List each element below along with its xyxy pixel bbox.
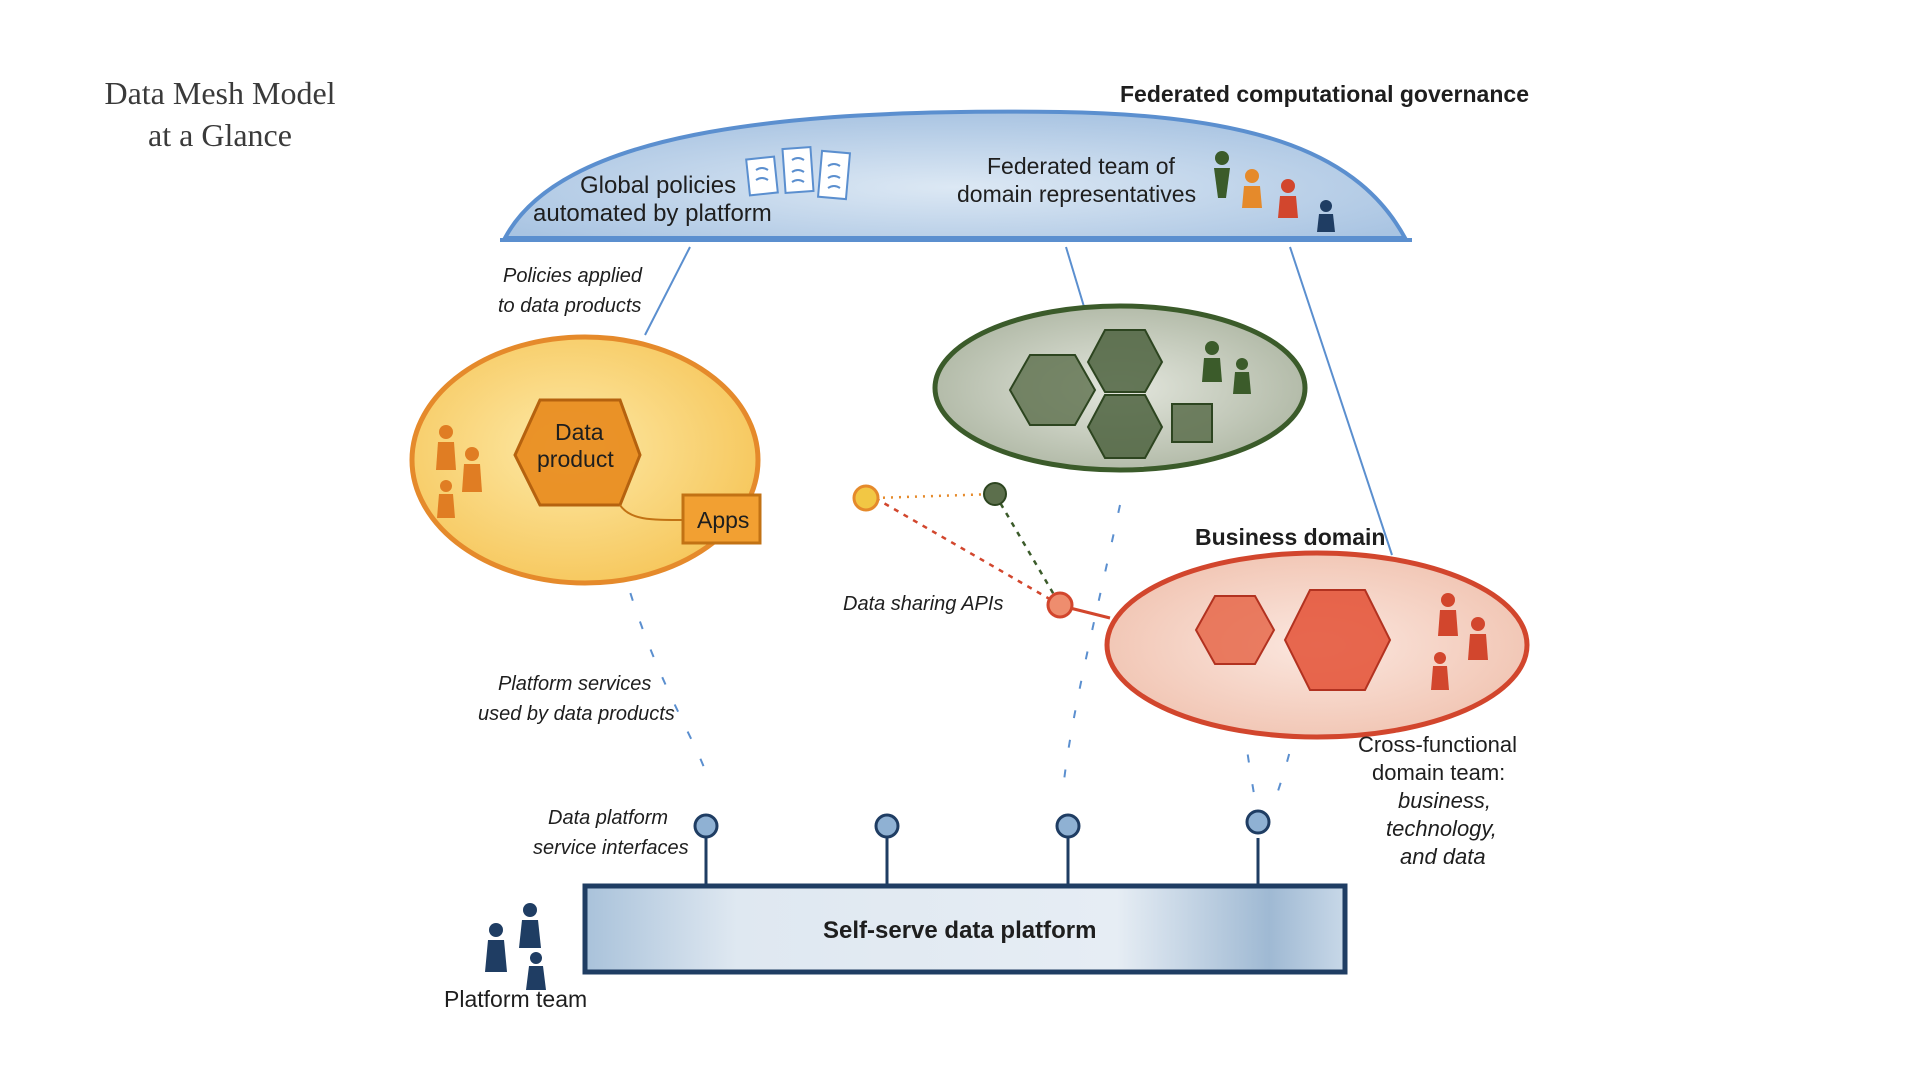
green-hexagon-1 [1008, 354, 1097, 426]
red-team-icon [1431, 593, 1488, 690]
red-hexagon-1 [1194, 595, 1276, 665]
platform-port-1 [693, 813, 719, 839]
self-serve-platform: Data platform service interfaces Self-se… [444, 807, 1348, 1012]
governance-link-orange [644, 246, 691, 336]
platform-link-red-1 [1239, 694, 1256, 801]
global-policies-line1: Global policies [580, 172, 736, 199]
sharing-link-green-red [993, 493, 1062, 606]
cross-functional-line5: and data [1400, 844, 1486, 869]
global-policies-line2: automated by platform [533, 200, 772, 227]
governance-dome: Federated computational governance Globa… [500, 81, 1529, 242]
slide-title: Data Mesh Model at a Glance [60, 72, 380, 156]
cross-functional-line1: Cross-functional [1358, 732, 1517, 757]
policy-documents-icon [745, 146, 852, 201]
governance-link-green [1065, 246, 1086, 311]
platform-port-4 [1245, 809, 1271, 835]
platform-interfaces-line1: Data platform [548, 807, 668, 829]
green-hexagon-3 [1086, 394, 1164, 459]
red-hexagon-2 [1283, 589, 1392, 691]
cross-functional-line2: domain team: [1372, 760, 1505, 785]
data-product-line1: Data [555, 419, 604, 445]
green-square [1171, 403, 1213, 443]
federated-team-line2: domain representatives [957, 181, 1196, 207]
federated-team-line1: Federated team of [987, 153, 1176, 179]
governance-link-red [1289, 246, 1393, 556]
platform-port-3 [1055, 813, 1081, 839]
governance-dome-shape [501, 109, 1409, 240]
sharing-link-orange-green [874, 492, 996, 500]
policies-applied-line2: to data products [498, 295, 641, 317]
governance-title: Federated computational governance [1120, 81, 1529, 107]
platform-team-icon [485, 903, 546, 990]
apps-label: Apps [697, 507, 749, 533]
data-sharing-apis-label: Data sharing APIs [843, 593, 1003, 615]
green-domain [932, 303, 1308, 506]
platform-team-label: Platform team [444, 986, 587, 1012]
green-api-port [983, 482, 1007, 506]
data-product-line2: product [537, 446, 614, 472]
sharing-link-red-domain [1069, 606, 1111, 620]
cross-functional-line3: business, [1398, 788, 1491, 813]
platform-services-line1: Platform services [498, 673, 651, 695]
product-to-apps-link [619, 504, 684, 521]
orange-team-icon [436, 425, 482, 518]
orange-api-port [852, 484, 880, 512]
red-api-port [1046, 591, 1074, 619]
platform-port-2 [874, 813, 900, 839]
green-team-icon [1202, 341, 1251, 394]
policies-applied-line1: Policies applied [503, 265, 643, 287]
platform-label: Self-serve data platform [823, 917, 1096, 944]
domain-representatives-icon [1214, 151, 1335, 232]
platform-link-orange [614, 534, 706, 771]
apps-box [681, 493, 762, 545]
platform-interfaces-line2: service interfaces [533, 837, 689, 859]
slide-title-line1: Data Mesh Model [104, 75, 336, 111]
platform-service-links [614, 504, 1301, 801]
business-domain-title: Business domain [1195, 524, 1385, 550]
sharing-link-orange-red [874, 496, 1061, 607]
red-domain: Business domain [1046, 524, 1530, 740]
governance-links [644, 246, 1393, 556]
platform-box [582, 883, 1348, 975]
data-sharing-links [874, 492, 1111, 620]
cross-functional-line4: technology, [1386, 816, 1497, 841]
platform-services-line2: used by data products [478, 703, 675, 725]
orange-domain: Data product Apps [409, 334, 880, 586]
green-hexagon-2 [1086, 329, 1164, 393]
platform-interface-ports [693, 809, 1271, 885]
slide-title-line2: at a Glance [148, 117, 292, 153]
